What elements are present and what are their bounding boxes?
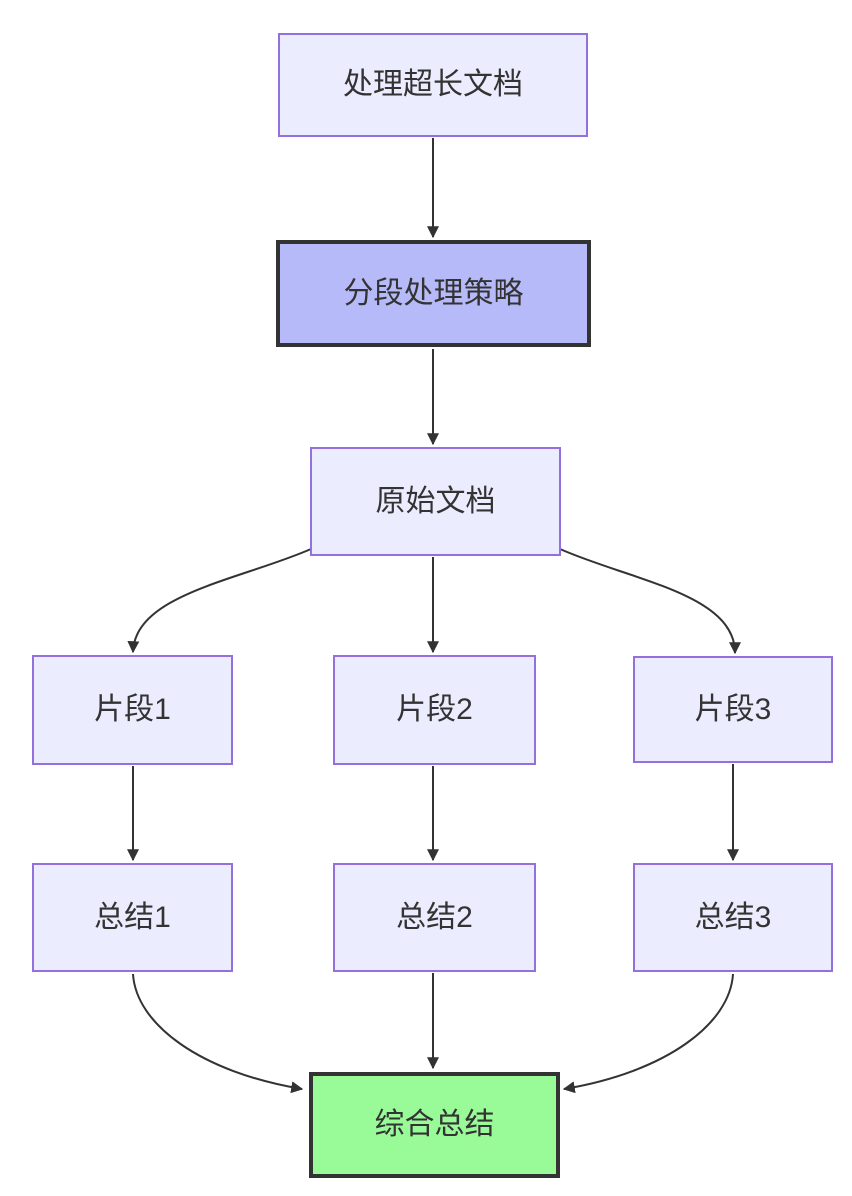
node-summary-3: 总结3: [633, 863, 833, 972]
node-fragment-3: 片段3: [633, 656, 833, 763]
node-label: 总结1: [94, 900, 171, 934]
edge-c-to-s1: [127, 548, 312, 654]
node-label: 片段1: [94, 693, 171, 726]
node-summary-2: 总结2: [333, 863, 536, 972]
edge-z3-to-f: [562, 973, 734, 1094]
node-label: 处理超长文档: [343, 68, 523, 101]
node-segmentation-strategy: 分段处理策略: [276, 240, 591, 347]
node-process-long-document: 处理超长文档: [278, 33, 588, 137]
node-label: 片段3: [694, 692, 772, 726]
node-summary-1: 总结1: [32, 863, 233, 972]
node-original-document: 原始文档: [310, 447, 561, 556]
edge-z1-to-f: [132, 973, 304, 1094]
node-label: 总结3: [694, 900, 772, 934]
node-label: 分段处理策略: [343, 276, 524, 310]
node-label: 片段2: [396, 693, 473, 726]
node-label: 原始文档: [375, 484, 496, 518]
edge-c-to-s3: [559, 548, 741, 655]
node-label: 综合总结: [374, 1108, 495, 1141]
node-label: 总结2: [396, 900, 473, 934]
node-fragment-1: 片段1: [32, 655, 233, 765]
node-final-summary: 综合总结: [309, 1072, 560, 1178]
node-fragment-2: 片段2: [333, 655, 536, 765]
